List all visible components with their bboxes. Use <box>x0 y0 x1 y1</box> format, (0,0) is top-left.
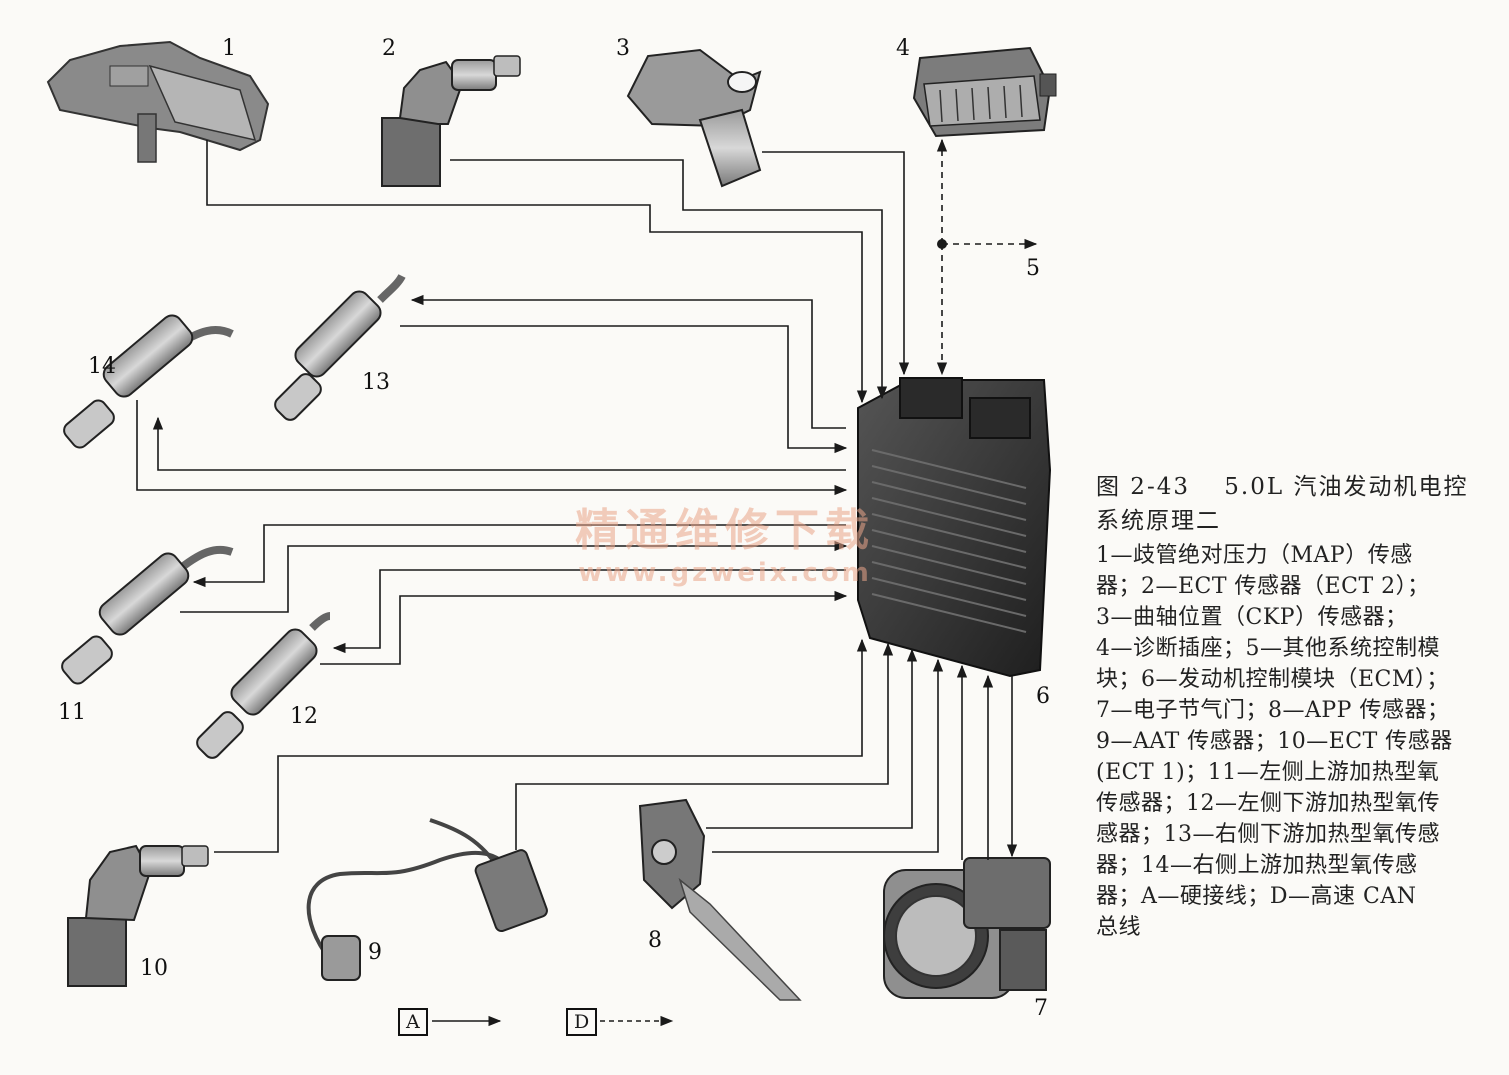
wire-ect2 <box>450 159 888 400</box>
label-8: 8 <box>648 928 662 953</box>
wire-o2-11-out <box>192 524 846 588</box>
caption-line: (ECT 1)；11—左侧上游加热型氧 <box>1096 760 1440 785</box>
legend-a-box: A <box>398 1008 428 1036</box>
o2-sensor-13-drawing <box>274 274 406 421</box>
caption-line: 4—诊断插座；5—其他系统控制模 <box>1096 636 1440 661</box>
aat-sensor-drawing <box>306 818 548 981</box>
caption-line: 器；A—硬接线；D—高速 CAN <box>1096 884 1417 909</box>
label-2: 2 <box>382 36 396 61</box>
wire-o2-14-out <box>152 416 846 471</box>
wire-o2-13-in <box>400 325 848 454</box>
watermark-url: www.gzweix.com <box>578 558 872 588</box>
label-13: 13 <box>362 370 390 395</box>
figure-caption: 图 2-43 5.0L 汽油发动机电控系统原理二 1—歧管绝对压力（MAP）传感… <box>1096 470 1491 943</box>
label-4: 4 <box>896 36 910 61</box>
diagnostic-connector-drawing <box>912 46 1057 138</box>
label-12: 12 <box>290 704 318 729</box>
caption-line: 器；14—右侧上游加热型氧传感 <box>1096 853 1418 878</box>
o2-sensor-12-drawing <box>196 612 331 759</box>
wire-o2-11-in <box>180 540 848 613</box>
label-1: 1 <box>222 36 236 61</box>
legend-d-box: D <box>566 1008 598 1036</box>
throttle-body-drawing <box>883 857 1051 999</box>
wire-o2-13-out <box>410 294 846 429</box>
wire-o2-12-out <box>332 569 846 654</box>
label-14: 14 <box>88 354 116 379</box>
legend-can: D <box>566 1008 598 1036</box>
wire-o2-12-in <box>320 590 848 665</box>
ect1-sensor-drawing <box>67 844 209 987</box>
label-11: 11 <box>58 700 86 725</box>
label-3: 3 <box>616 36 630 61</box>
wire-aat <box>515 642 894 850</box>
legend-hardwire: A <box>398 1008 428 1036</box>
can-bus <box>936 138 1038 376</box>
caption-line: 总线 <box>1096 915 1142 940</box>
caption-line: 3—曲轴位置（CKP）传感器； <box>1096 605 1408 630</box>
watermark-text: 精通维修下载 <box>575 505 875 556</box>
label-7: 7 <box>1034 996 1048 1021</box>
caption-line: 器；2—ECT 传感器（ECT 2）； <box>1096 574 1430 599</box>
caption-line: 感器；13—右侧下游加热型氧传感 <box>1096 822 1440 847</box>
watermark: 精通维修下载 www.gzweix.com <box>575 494 875 588</box>
hard-wires <box>136 140 1018 860</box>
label-5: 5 <box>1026 256 1040 281</box>
caption-title: 图 2-43 5.0L 汽油发动机电控系统原理二 <box>1096 474 1469 534</box>
ect2-sensor-drawing <box>381 55 521 187</box>
map-sensor-drawing <box>46 40 270 163</box>
can-junction-dot <box>937 239 947 249</box>
wire-ect1 <box>214 638 868 853</box>
caption-line: 7—电子节气门；8—APP 传感器； <box>1096 698 1450 723</box>
o2-sensor-14-drawing <box>63 314 234 449</box>
label-6: 6 <box>1036 684 1050 709</box>
caption-line: 传感器；12—左侧下游加热型氧传 <box>1096 791 1440 816</box>
o2-sensor-11-drawing <box>61 545 234 685</box>
wire-app-1 <box>706 648 918 829</box>
app-sensor-drawing <box>638 798 802 1001</box>
caption-line: 块；6—发动机控制模块（ECM）； <box>1096 667 1449 692</box>
wire-o2-14-in <box>136 400 848 496</box>
label-9: 9 <box>368 940 382 965</box>
wire-map <box>206 140 868 404</box>
ckp-sensor-drawing <box>626 48 762 188</box>
caption-line: 1—歧管绝对压力（MAP）传感 <box>1096 543 1413 568</box>
ecm-drawing <box>857 377 1052 678</box>
caption-line: 9—AAT 传感器；10—ECT 传感器 <box>1096 729 1453 754</box>
label-10: 10 <box>140 956 168 981</box>
wire-ckp <box>762 151 910 376</box>
wire-app-2 <box>712 658 944 853</box>
